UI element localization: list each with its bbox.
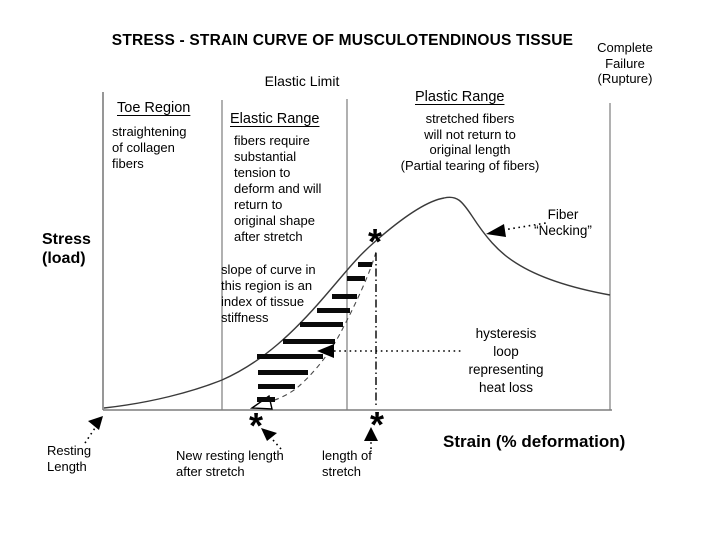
diagram-title: STRESS - STRAIN CURVE OF MUSCULOTENDINOU… <box>111 32 574 49</box>
hatch-bar <box>358 262 372 267</box>
necking-pointer-dotted-line <box>502 222 547 231</box>
hatch-bar <box>283 339 335 344</box>
toe-region-header: Toe Region <box>117 100 191 116</box>
stress-strain-curve <box>103 196 611 409</box>
elastic-limit-label: Elastic Limit <box>264 73 340 89</box>
plastic-range-header: Plastic Range <box>415 89 505 105</box>
hatch-bar <box>347 276 365 281</box>
slope-note: slope of curve in this region is an inde… <box>221 262 316 325</box>
necking-pointer-arrowhead-icon <box>486 224 506 237</box>
complete-failure-label: Complete Failure (Rupture) <box>597 40 653 86</box>
new-resting-pointer-arrowhead-icon <box>261 428 277 441</box>
hatch-bar <box>300 322 343 327</box>
resting-length-label: Resting Length <box>47 443 92 474</box>
hatch-bar <box>258 370 308 375</box>
hysteresis-pointer-arrowhead-icon <box>317 344 334 358</box>
hysteresis-note: hysteresis loop representing heat loss <box>468 326 544 395</box>
length-of-stretch-label: length of stretch <box>322 448 372 479</box>
new-resting-pointer-dotted-line <box>272 439 282 450</box>
fiber-necking-label: Fiber “Necking” <box>534 207 592 238</box>
hatch-bar <box>257 397 275 402</box>
hatch-bar <box>257 354 323 359</box>
toe-region-description: straightening of collagen fibers <box>112 124 187 171</box>
elastic-range-description: fibers require substantial tension to de… <box>234 133 322 244</box>
strain-axis-label: Strain (% deformation) <box>443 432 626 451</box>
stress-axis-label: Stress (load) <box>42 231 91 267</box>
hysteresis-hatch-bars <box>257 262 372 402</box>
new-resting-length-label: New resting length after stretch <box>176 448 284 479</box>
elastic-range-header: Elastic Range <box>230 111 320 127</box>
plastic-range-description: stretched fibers will not return to orig… <box>400 111 540 173</box>
unloading-curve-dashed <box>263 251 377 404</box>
hatch-bar <box>317 308 350 313</box>
stretch-pointer-arrowhead-icon <box>364 427 378 441</box>
hatch-bar <box>332 294 357 299</box>
resting-length-pointer-arrowhead-icon <box>88 416 103 430</box>
length-of-stretch-asterisk: * <box>369 404 384 445</box>
elastic-limit-asterisk: * <box>367 221 382 262</box>
new-resting-length-asterisk: * <box>248 405 263 446</box>
resting-length-pointer-dotted-line <box>84 427 96 444</box>
hatch-bar <box>258 384 295 389</box>
